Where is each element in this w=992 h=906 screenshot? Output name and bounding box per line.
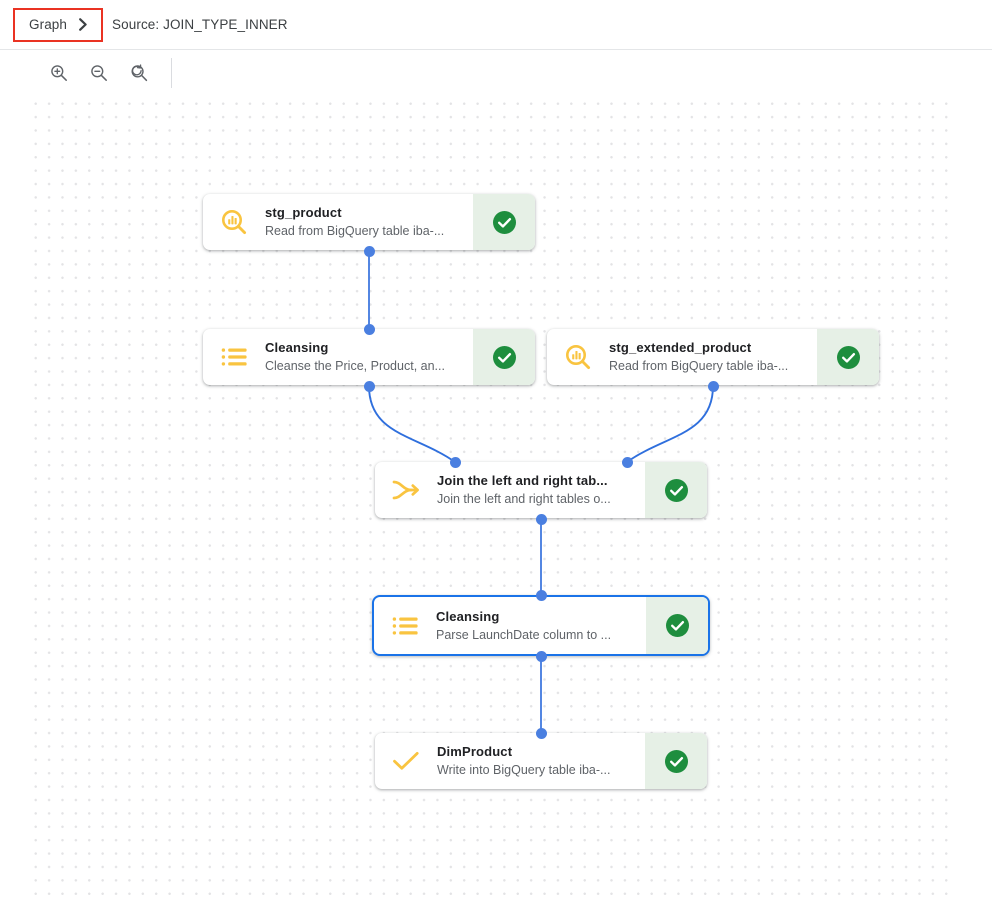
edge-extended-to-join <box>626 385 714 463</box>
node-text-block: stg_extended_product Read from BigQuery … <box>609 329 817 385</box>
graph-node-cleansing-1[interactable]: Cleansing Cleanse the Price, Product, an… <box>203 329 535 385</box>
write-check-icon <box>375 733 437 789</box>
join-arrow-icon <box>375 462 437 518</box>
zoom-reset-icon[interactable] <box>124 58 154 88</box>
bigquery-source-icon <box>203 194 265 250</box>
node-handle-in[interactable] <box>364 324 375 335</box>
list-cleanse-icon <box>203 329 265 385</box>
graph-node-stg-extended-product[interactable]: stg_extended_product Read from BigQuery … <box>547 329 879 385</box>
breadcrumb-source-label: Source: JOIN_TYPE_INNER <box>112 17 288 32</box>
node-text-block: DimProduct Write into BigQuery table iba… <box>437 733 645 789</box>
node-handle-out[interactable] <box>708 381 719 392</box>
node-subtitle: Join the left and right tables o... <box>437 492 611 506</box>
graph-node-join[interactable]: Join the left and right tab... Join the … <box>375 462 707 518</box>
node-title: Cleansing <box>265 340 329 355</box>
node-title: Join the left and right tab... <box>437 473 608 488</box>
node-subtitle: Read from BigQuery table iba-... <box>265 224 445 238</box>
graph-node-cleansing-2-selected[interactable]: Cleansing Parse LaunchDate column to ... <box>372 595 710 656</box>
status-badge-success <box>645 733 707 789</box>
graph-node-dim-product[interactable]: DimProduct Write into BigQuery table iba… <box>375 733 707 789</box>
breadcrumb-item-graph[interactable]: Graph <box>29 17 68 32</box>
node-handle-in[interactable] <box>536 590 547 601</box>
status-badge-success <box>817 329 879 385</box>
node-text-block: Cleansing Parse LaunchDate column to ... <box>436 597 646 654</box>
node-title: stg_product <box>265 205 342 220</box>
node-title: Cleansing <box>436 608 500 624</box>
edge-cleansing-to-join <box>368 385 456 463</box>
breadcrumb-highlight-box: Graph <box>13 7 104 42</box>
node-text-block: stg_product Read from BigQuery table iba… <box>265 194 473 250</box>
node-handle-out[interactable] <box>536 651 547 662</box>
graph-canvas[interactable]: stg_product Read from BigQuery table iba… <box>27 95 957 895</box>
zoom-in-icon[interactable] <box>44 58 74 88</box>
node-subtitle: Write into BigQuery table iba-... <box>437 763 611 777</box>
node-text-block: Cleansing Cleanse the Price, Product, an… <box>265 329 473 385</box>
bigquery-source-icon <box>547 329 609 385</box>
node-subtitle: Read from BigQuery table iba-... <box>609 359 789 373</box>
breadcrumb-bar: Graph Source: JOIN_TYPE_INNER <box>0 0 992 50</box>
zoom-toolbar <box>0 51 992 95</box>
node-subtitle: Cleanse the Price, Product, an... <box>265 359 445 373</box>
status-badge-success <box>473 194 535 250</box>
node-title: stg_extended_product <box>609 340 752 355</box>
node-handle-in-right[interactable] <box>622 457 633 468</box>
list-cleanse-icon <box>374 597 436 654</box>
node-title: DimProduct <box>437 744 513 759</box>
node-handle-in-left[interactable] <box>450 457 461 468</box>
status-badge-success <box>646 597 708 654</box>
node-handle-out[interactable] <box>536 514 547 525</box>
status-badge-success <box>473 329 535 385</box>
node-handle-out[interactable] <box>364 381 375 392</box>
node-handle-in[interactable] <box>536 728 547 739</box>
status-badge-success <box>645 462 707 518</box>
node-handle-out[interactable] <box>364 246 375 257</box>
node-text-block: Join the left and right tab... Join the … <box>437 462 645 518</box>
zoom-out-icon[interactable] <box>84 58 114 88</box>
chevron-right-icon[interactable] <box>78 18 89 31</box>
toolbar-divider <box>171 58 172 88</box>
node-subtitle: Parse LaunchDate column to ... <box>436 627 612 642</box>
graph-node-stg-product[interactable]: stg_product Read from BigQuery table iba… <box>203 194 535 250</box>
